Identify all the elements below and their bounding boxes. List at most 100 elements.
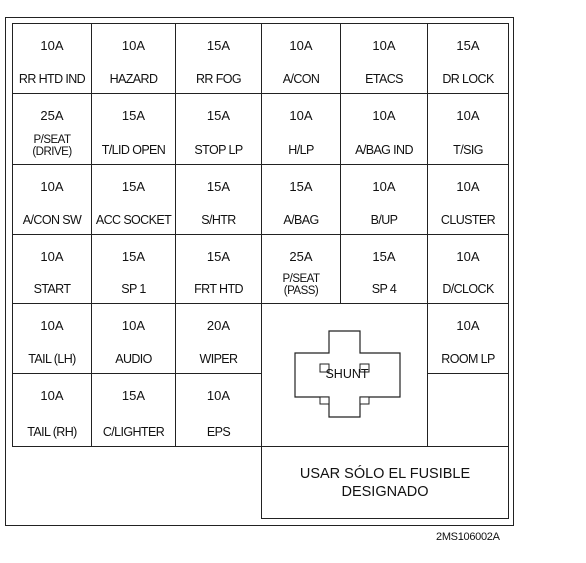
fuse-rating: 15A	[121, 179, 146, 194]
fuse-cell: 15A S/HTR	[175, 164, 262, 235]
fuse-rating: 15A	[206, 249, 231, 264]
fuse-cell: 15A T/LID OPEN	[91, 93, 176, 165]
fuse-cell: 15A FRT HTD	[175, 234, 262, 304]
fuse-label: T/SIG	[453, 143, 483, 157]
fuse-cell: 10A A/CON	[261, 23, 341, 94]
fuse-cell: 10A CLUSTER	[427, 164, 509, 235]
fuse-rating: 10A	[40, 318, 64, 333]
fuse-cell: 10A A/BAG IND	[340, 93, 428, 165]
fuse-label: C/LIGHTER	[102, 425, 165, 439]
fuse-rating: 15A	[289, 179, 313, 194]
fuse-cell: 10A B/UP	[340, 164, 428, 235]
fuse-label: A/BAG IND	[355, 143, 413, 157]
fuse-cell: 10A TAIL (RH)	[12, 373, 92, 447]
fuse-label: ETACS	[365, 72, 403, 86]
fuse-rating: 10A	[289, 108, 313, 123]
fuse-label: STOP LP	[194, 143, 243, 157]
fuse-label: T/LID OPEN	[101, 143, 166, 157]
fuse-label: TAIL (LH)	[28, 352, 76, 366]
fuse-label: ACC SOCKET	[95, 213, 172, 227]
designated-fuse-notice: USAR SÓLO EL FUSIBLE DESIGNADO	[261, 446, 509, 519]
fuse-label: ROOM LP	[441, 352, 495, 366]
fuse-cell: 10A T/SIG	[427, 93, 509, 165]
fuse-label-line: (DRIVE)	[32, 146, 72, 158]
notice-line: DESIGNADO	[341, 484, 429, 500]
shunt-icon: SHUNT	[294, 330, 401, 418]
fuse-rating: 15A	[121, 388, 146, 403]
fuse-label: DR LOCK	[442, 72, 494, 86]
fuse-rating: 15A	[206, 108, 231, 123]
fuse-label: H/LP	[288, 143, 314, 157]
fuse-rating: 10A	[456, 249, 480, 264]
fuse-label: WIPER	[199, 352, 239, 366]
fuse-box-panel: 10A RR HTD IND 10A HAZARD 15A RR FOG 10A…	[5, 17, 514, 526]
fuse-cell: 25A P/SEAT (DRIVE)	[12, 93, 92, 165]
fuse-cell: 10A ETACS	[340, 23, 428, 94]
fuse-cell: 10A D/CLOCK	[427, 234, 509, 304]
fuse-rating: 25A	[40, 108, 64, 123]
fuse-cell: 15A A/BAG	[261, 164, 341, 235]
fuse-rating: 10A	[372, 108, 396, 123]
fuse-cell: 10A EPS	[175, 373, 262, 447]
fuse-label: A/CON	[282, 72, 320, 86]
fuse-rating: 10A	[372, 38, 396, 53]
fuse-rating: 10A	[456, 179, 480, 194]
fuse-rating: 10A	[289, 38, 313, 53]
fuse-cell: 10A H/LP	[261, 93, 341, 165]
fuse-rating: 15A	[121, 108, 146, 123]
fuse-rating: 10A	[40, 388, 64, 403]
fuse-label: SP 1	[121, 282, 146, 296]
fuse-rating: 15A	[206, 38, 231, 53]
fuse-label: FRT HTD	[194, 282, 243, 296]
fuse-cell: 10A HAZARD	[91, 23, 176, 94]
fuse-rating: 15A	[121, 249, 146, 264]
fuse-rating: 10A	[40, 179, 64, 194]
fuse-label: RR HTD IND	[18, 72, 86, 86]
fuse-label: HAZARD	[109, 72, 158, 86]
fuse-label: TAIL (RH)	[27, 425, 77, 439]
fuse-cell: 10A RR HTD IND	[12, 23, 92, 94]
fuse-cell: 15A C/LIGHTER	[91, 373, 176, 447]
fuse-cell: 10A ROOM LP	[427, 303, 509, 374]
fuse-label: EPS	[206, 425, 231, 439]
fuse-label: RR FOG	[195, 72, 242, 86]
fuse-rating: 25A	[289, 249, 313, 264]
fuse-rating: 10A	[456, 318, 480, 333]
fuse-cell: 15A STOP LP	[175, 93, 262, 165]
fuse-rating: 10A	[40, 249, 64, 264]
fuse-cell: 15A DR LOCK	[427, 23, 509, 94]
fuse-rating: 10A	[206, 388, 231, 403]
fuse-label: A/BAG	[283, 213, 319, 227]
shunt-slot: SHUNT	[261, 303, 428, 447]
fuse-label: AUDIO	[115, 352, 152, 366]
fuse-rating: 10A	[121, 318, 146, 333]
fuse-label: A/CON SW	[22, 213, 82, 227]
fuse-label: D/CLOCK	[442, 282, 494, 296]
fuse-rating: 15A	[206, 179, 231, 194]
fuse-cell: 15A SP 4	[340, 234, 428, 304]
fuse-label: P/SEAT (PASS)	[262, 273, 340, 297]
fuse-label: B/UP	[370, 213, 398, 227]
fuse-label-line: P/SEAT	[282, 273, 320, 285]
fuse-rating: 10A	[40, 38, 64, 53]
fuse-rating: 10A	[372, 179, 396, 194]
shunt-label: SHUNT	[325, 367, 368, 381]
fuse-label: S/HTR	[201, 213, 236, 227]
fuse-rating: 15A	[456, 38, 480, 53]
fuse-cell: 10A AUDIO	[91, 303, 176, 374]
fuse-label: SP 4	[371, 282, 397, 296]
notice-line: USAR SÓLO EL FUSIBLE	[299, 466, 471, 482]
fuse-cell: 15A ACC SOCKET	[91, 164, 176, 235]
fuse-label: CLUSTER	[440, 213, 496, 227]
fuse-label-line: P/SEAT	[33, 134, 71, 146]
fuse-rating: 15A	[372, 249, 396, 264]
figure-code: 2MS106002A	[436, 531, 500, 543]
fuse-rating: 10A	[456, 108, 480, 123]
fuse-cell: 25A P/SEAT (PASS)	[261, 234, 341, 304]
fuse-label: P/SEAT (DRIVE)	[13, 134, 91, 158]
fuse-rating: 20A	[206, 318, 231, 333]
fuse-cell: 15A SP 1	[91, 234, 176, 304]
fuse-cell: 10A A/CON SW	[12, 164, 92, 235]
fuse-label-line: (PASS)	[283, 285, 319, 297]
fuse-cell: 10A START	[12, 234, 92, 304]
